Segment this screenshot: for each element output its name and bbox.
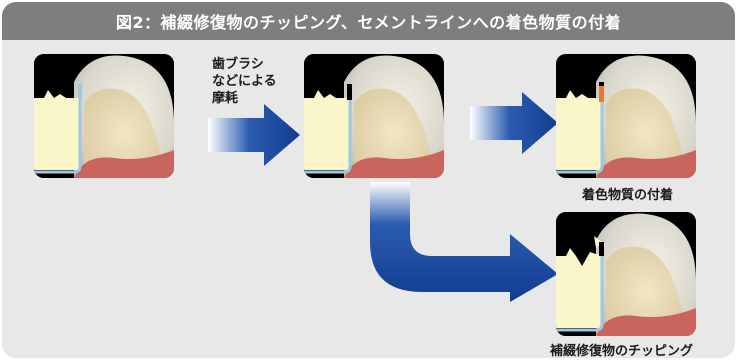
panel-chipping	[556, 212, 696, 336]
dentin	[84, 88, 164, 178]
stain-mark	[599, 86, 604, 102]
restoration	[34, 90, 80, 178]
tooth-illustration-abraded	[304, 54, 444, 178]
caption-staining: 着色物質の付着	[582, 188, 674, 203]
arrow-abrasion	[208, 104, 300, 166]
cement-line	[34, 98, 82, 174]
panel-staining	[556, 54, 696, 178]
process-note: 歯ブラシ などによる 摩耗	[212, 56, 277, 107]
process-note-line2: などによる	[212, 74, 277, 89]
gingiva	[74, 150, 174, 178]
tooth-illustration-initial	[34, 54, 174, 178]
abraded-gap	[347, 84, 352, 100]
process-note-line1: 歯ブラシ	[212, 57, 264, 72]
chipped-restoration	[556, 248, 602, 336]
panel-abraded	[304, 54, 444, 178]
process-note-line3: 摩耗	[212, 91, 239, 106]
arrow-to-chipping	[370, 182, 558, 302]
figure-title: 図2：補綴修復物のチッピング、セメントラインへの着色物質の付着	[2, 2, 735, 40]
chip-fragment	[594, 236, 602, 248]
tooth-illustration-chipping	[556, 212, 696, 336]
panel-initial	[34, 54, 174, 178]
tooth-illustration-staining	[556, 54, 696, 178]
arrow-to-staining	[470, 92, 558, 154]
caption-chipping: 補綴修復物のチッピング	[550, 344, 694, 358]
